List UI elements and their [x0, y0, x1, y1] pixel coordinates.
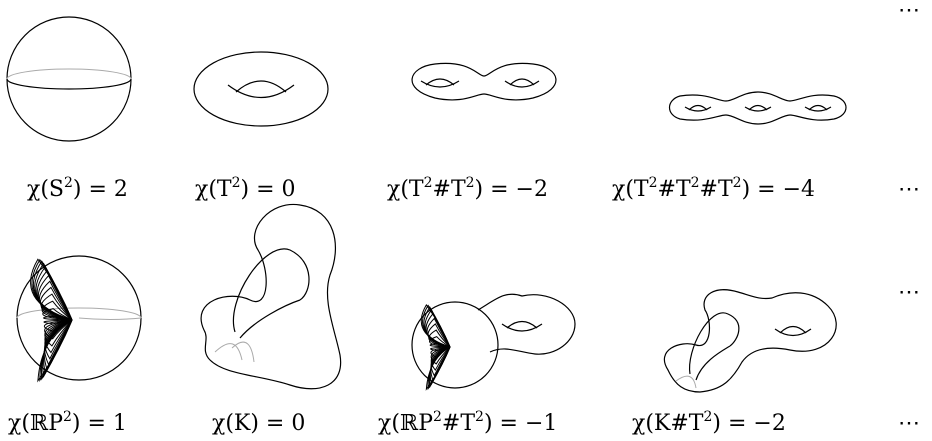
ellipsis-top-row-end: ⋯ — [898, 177, 922, 202]
genus-three-label: χ(T2#T2#T2) = −4 — [612, 175, 816, 202]
projective-plane-sum-torus-surface — [411, 293, 576, 391]
cross-cap-curve — [430, 346, 451, 377]
cross-cap-curve — [44, 319, 73, 354]
cross-cap-curve — [36, 269, 73, 321]
cross-cap-curve — [40, 293, 73, 321]
projective-plane-label: χ(ℝP2) = 1 — [8, 409, 127, 436]
klein-bottle-surface — [200, 203, 342, 390]
ellipsis-bottom-row-end: ⋯ — [898, 411, 922, 436]
klein-bottle-label: χ(K) = 0 — [212, 411, 306, 436]
cross-cap-curve — [39, 286, 73, 321]
klein-bottle-sum-torus-surface — [663, 289, 837, 393]
cross-cap-curve — [44, 319, 73, 360]
cross-cap-curve — [38, 280, 73, 321]
sphere-surface — [6, 16, 132, 142]
genus-two-label: χ(T2#T2) = −2 — [387, 175, 548, 202]
ellipsis-top-right: ⋯ — [898, 0, 922, 23]
genus-two-surface — [411, 62, 557, 101]
cross-cap-curve — [42, 308, 73, 321]
cross-cap-curve — [44, 319, 73, 340]
cross-cap-curve — [430, 346, 451, 371]
cross-cap-curve — [427, 323, 451, 348]
cross-cap-curve — [44, 319, 73, 347]
cross-cap-curve — [425, 312, 451, 348]
genus-three-surface — [668, 91, 847, 125]
ellipsis-bottom-right: ⋯ — [898, 280, 922, 305]
klein-bottle-sum-torus-label: χ(K#T2) = −2 — [632, 409, 786, 436]
sphere-label: χ(S2) = 2 — [27, 175, 128, 202]
cross-cap-curve — [426, 317, 451, 348]
cross-cap-curve — [429, 343, 451, 348]
cross-cap-curve — [429, 336, 451, 348]
cross-cap-curve — [37, 274, 73, 321]
cross-cap-curve — [42, 315, 73, 321]
cross-cap-curve — [425, 346, 451, 391]
cross-cap-curve — [37, 319, 73, 383]
torus-label: χ(T2) = 0 — [195, 175, 296, 202]
cross-cap-curve — [430, 346, 451, 365]
projective-plane-surface — [16, 255, 142, 383]
projective-plane-sum-torus-label: χ(ℝP2#T2) = −1 — [378, 409, 558, 436]
torus-surface — [193, 51, 329, 127]
